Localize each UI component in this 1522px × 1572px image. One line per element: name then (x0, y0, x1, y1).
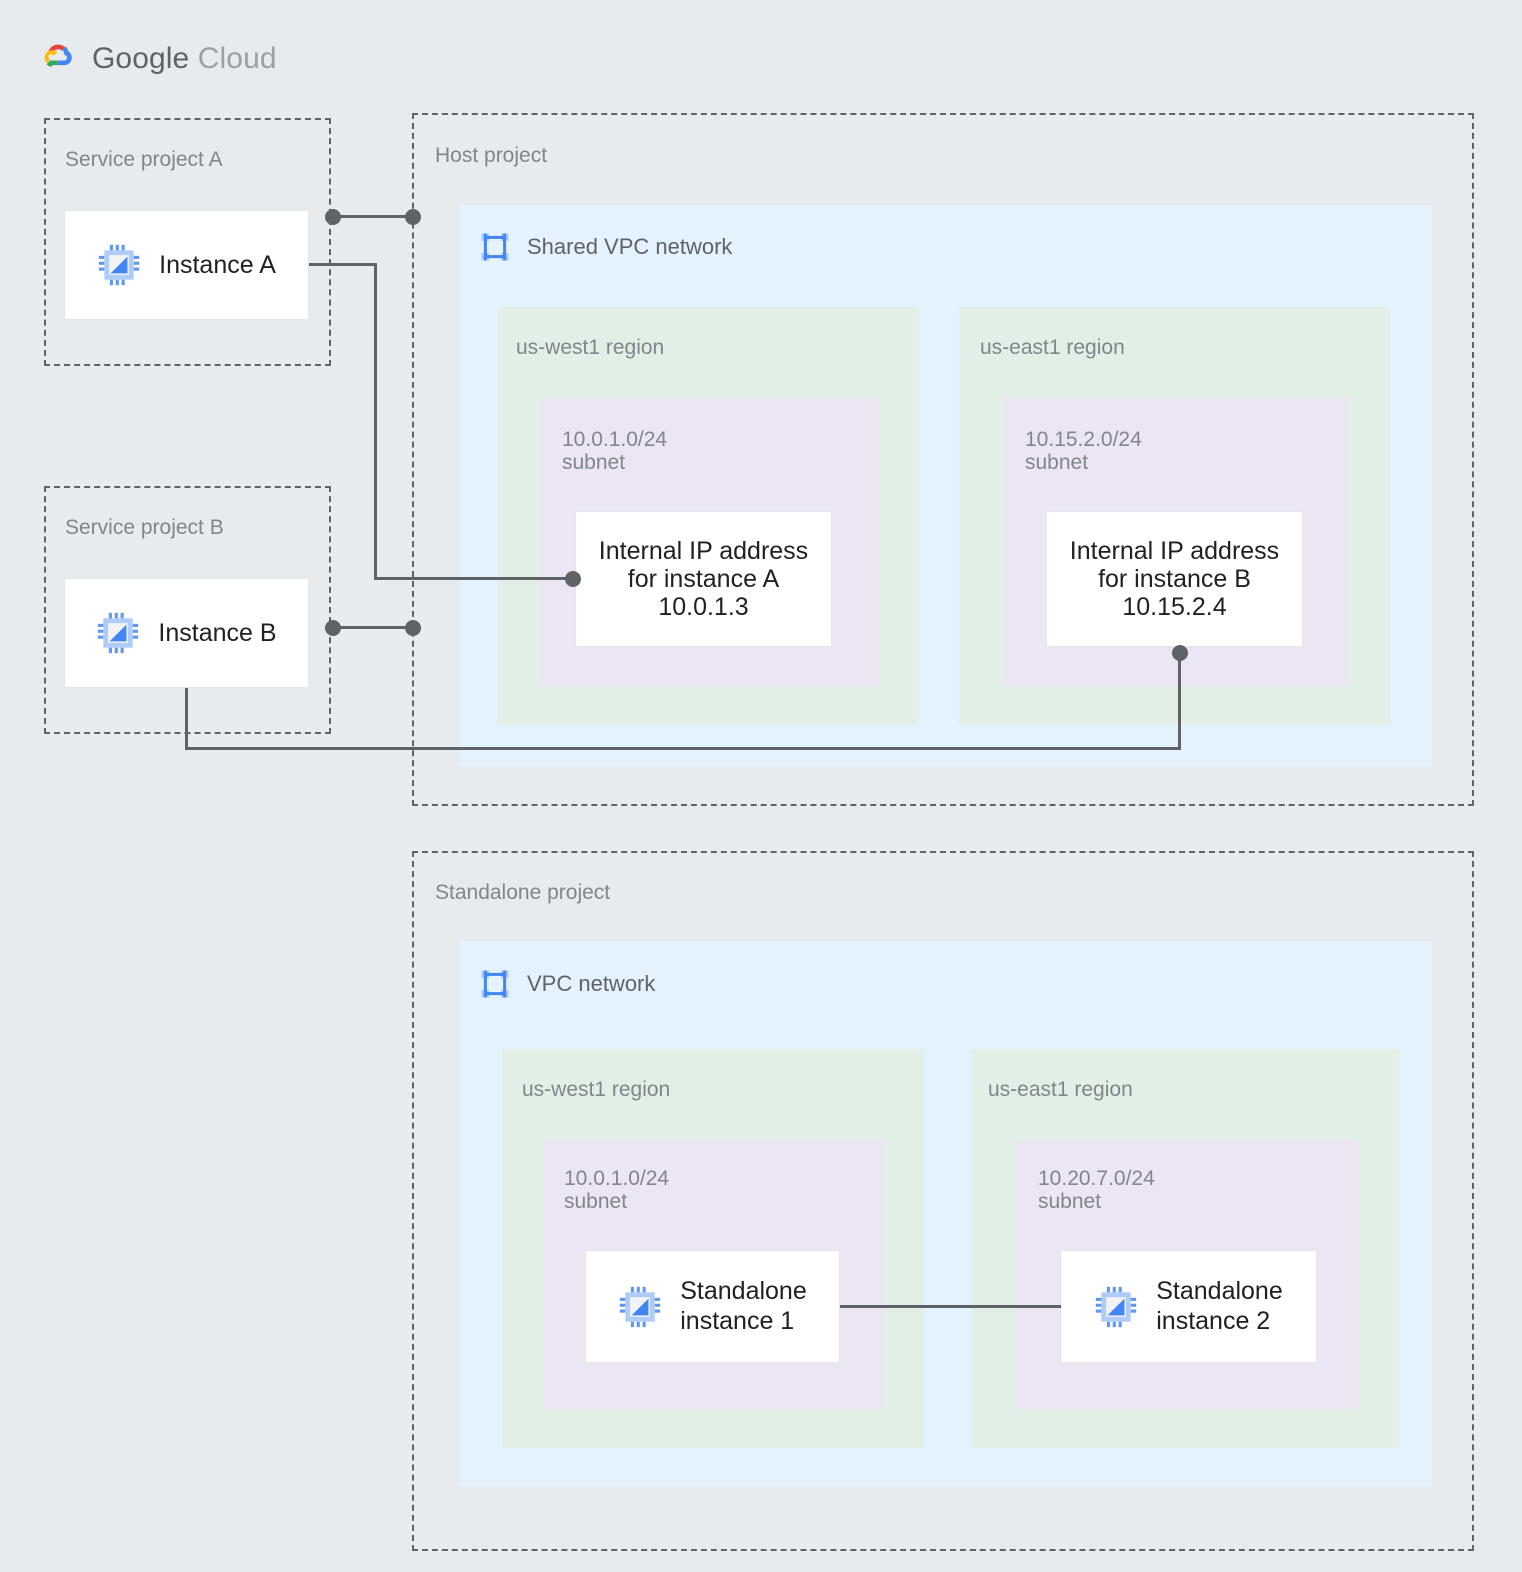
host-region-us-west1-label: us-west1 region (516, 336, 665, 359)
connector-instance-a-seg-1 (309, 263, 377, 266)
project-label-service-a: Service project A (65, 148, 223, 171)
connector-service-a-to-host (332, 215, 414, 218)
instance-b-label: Instance B (158, 618, 277, 647)
compute-engine-instance-icon (98, 612, 139, 654)
connector-dot-internal-ip-b (1172, 645, 1188, 661)
connector-service-b-to-host (332, 626, 414, 629)
connector-dot-host-top (405, 209, 421, 225)
standalone-instance-2-label: Standalone instance 2 (1156, 1277, 1283, 1335)
project-frame-host[interactable] (412, 113, 1474, 806)
standalone-region-us-west1-label: us-west1 region (522, 1078, 671, 1101)
vpc-network-icon (481, 233, 509, 261)
host-subnet-10-0-1-0-label: 10.0.1.0/24 subnet (562, 428, 668, 474)
connector-standalone-1-to-2 (840, 1305, 1061, 1308)
standalone-instance-2-card[interactable]: Standalone instance 2 (1060, 1250, 1317, 1363)
shared-vpc-network-header: Shared VPC network (477, 229, 732, 265)
project-label-standalone: Standalone project (435, 881, 611, 904)
google-cloud-logo-icon (44, 44, 72, 67)
connector-instance-b-seg-3 (1178, 652, 1181, 750)
internal-ip-instance-b-card[interactable]: Internal IP address for instance B 10.15… (1046, 511, 1303, 647)
connector-dot-internal-ip-a (565, 571, 581, 587)
compute-engine-instance-icon (98, 244, 140, 286)
compute-engine-instance-icon (620, 1286, 661, 1327)
instance-a-label: Instance A (159, 250, 276, 279)
connector-dot-service-a (325, 209, 341, 225)
instance-a-card[interactable]: Instance A (64, 210, 309, 320)
project-frame-standalone[interactable] (412, 851, 1474, 1551)
standalone-subnet-10-0-1-0-label: 10.0.1.0/24 subnet (564, 1167, 670, 1213)
host-region-us-east1-label: us-east1 region (980, 336, 1125, 359)
project-label-host: Host project (435, 144, 548, 167)
brand-wordmark: Google Cloud (92, 42, 277, 76)
internal-ip-instance-a-text: Internal IP address for instance A 10.0.… (598, 537, 809, 621)
vpc-network-header: VPC network (477, 966, 655, 1002)
shared-vpc-network-title: Shared VPC network (527, 234, 733, 259)
standalone-instance-1-card[interactable]: Standalone instance 1 (585, 1250, 840, 1363)
connector-instance-a-seg-2 (374, 263, 377, 579)
connector-dot-host-mid (405, 620, 421, 636)
connector-instance-b-seg-2 (185, 747, 1181, 750)
project-label-service-b: Service project B (65, 516, 224, 539)
standalone-region-us-east1-label: us-east1 region (988, 1078, 1133, 1101)
connector-instance-a-seg-3 (374, 577, 573, 580)
brand-cloud: Cloud (197, 42, 277, 75)
google-cloud-brand: Google Cloud (33, 36, 277, 82)
internal-ip-instance-b-text: Internal IP address for instance B 10.15… (1069, 537, 1280, 621)
standalone-subnet-10-20-7-0-label: 10.20.7.0/24 subnet (1038, 1167, 1155, 1213)
vpc-network-icon (481, 970, 509, 998)
project-frame-service-a[interactable] (44, 118, 331, 366)
host-subnet-10-15-2-0-label: 10.15.2.0/24 subnet (1025, 428, 1142, 474)
internal-ip-instance-a-card[interactable]: Internal IP address for instance A 10.0.… (575, 511, 832, 647)
brand-google: Google (92, 42, 190, 75)
connector-dot-service-b (325, 620, 341, 636)
compute-engine-instance-icon (1096, 1286, 1137, 1327)
connector-instance-b-seg-1 (185, 688, 188, 750)
vpc-network-title: VPC network (527, 971, 656, 996)
instance-b-card[interactable]: Instance B (64, 578, 309, 688)
standalone-instance-1-label: Standalone instance 1 (680, 1277, 807, 1335)
